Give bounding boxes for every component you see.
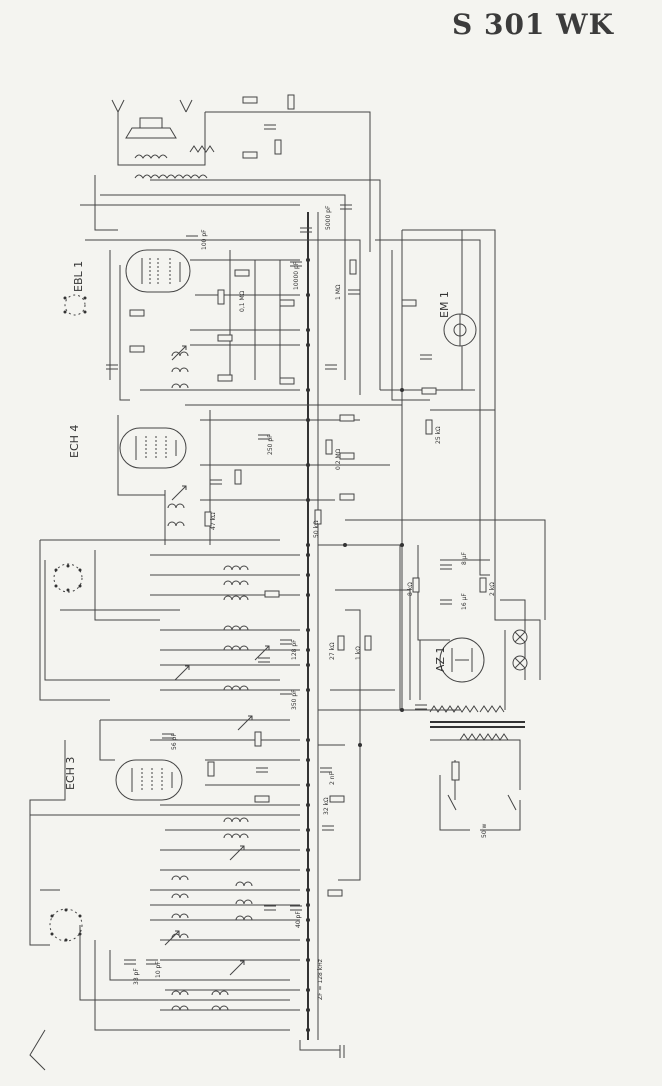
wiring-frame [29, 111, 546, 1051]
label-r-220k: 0,2 MΩ [335, 448, 342, 470]
capacitors [106, 124, 452, 965]
coil-group [167, 351, 253, 1011]
tube-ech3 [115, 759, 183, 801]
label-c-10000: 10000 pF [293, 261, 300, 290]
label-c-2: 2 nF [329, 771, 336, 785]
mains-transformer [429, 705, 525, 781]
tube-label-em1: EM 1 [438, 291, 451, 318]
trimmer-capacitors [164, 345, 270, 976]
label-r-1m: 1 MΩ [335, 284, 342, 300]
label-c-250: 250 pF [267, 434, 274, 455]
speaker-icon [111, 99, 193, 139]
output-transformer [134, 145, 215, 179]
tube-label-ech3: ECH 3 [64, 757, 77, 790]
mains-voltage-label: 50 w [481, 823, 488, 838]
label-c-5000: 5000 pF [325, 205, 332, 230]
label-r-27k: 27 kΩ [329, 642, 336, 660]
wave-switch-bottom [49, 908, 83, 942]
tube-label-az1: AZ 1 [434, 646, 447, 672]
label-c-10: 10 pF [155, 961, 162, 978]
label-r-50k: 50 kΩ [313, 520, 320, 538]
ground-icon [339, 1045, 345, 1058]
label-r-2k: 2 kΩ [489, 582, 496, 596]
page-title: S 301 WK [452, 8, 614, 41]
antenna-icon [29, 1029, 46, 1071]
label-c-33: 33 pF [133, 968, 140, 985]
label-c-128: 128 pF [291, 639, 298, 660]
label-c-350: 350 pF [291, 689, 298, 710]
label-r-47k: 47 kΩ [210, 512, 217, 530]
label-r-1k: 1 kΩ [355, 646, 362, 660]
mains-switch [447, 794, 517, 811]
resistors [129, 94, 487, 897]
label-r-25k: 25 kΩ [435, 426, 442, 444]
label-c-100: 100 pF [201, 229, 208, 250]
tube-label-ech4: ECH 4 [68, 425, 81, 458]
tube-em1 [443, 313, 477, 347]
label-r-32k: 32 kΩ [323, 797, 330, 815]
label-c-56: 56 pF [171, 733, 178, 750]
label-c-40: 40 pF [295, 911, 302, 928]
tube-ech4 [119, 427, 187, 469]
label-c-8uf: 8 µF [461, 551, 468, 565]
if-frequency-label: ZF = 128 kHz [317, 959, 324, 1000]
label-r-100k: 0,1 MΩ [239, 290, 246, 312]
label-c-16uf: 16 µF [461, 593, 468, 610]
tube-label-ebl1: EBL 1 [72, 261, 85, 292]
junction-dots [306, 258, 404, 1032]
label-r-8k: 8 kΩ [407, 582, 414, 596]
wave-switch-top [63, 294, 87, 316]
wave-switch-mid [53, 563, 83, 593]
dial-lamp-icon [512, 629, 528, 671]
tube-az1 [439, 637, 485, 683]
tube-ebl1 [125, 249, 191, 293]
